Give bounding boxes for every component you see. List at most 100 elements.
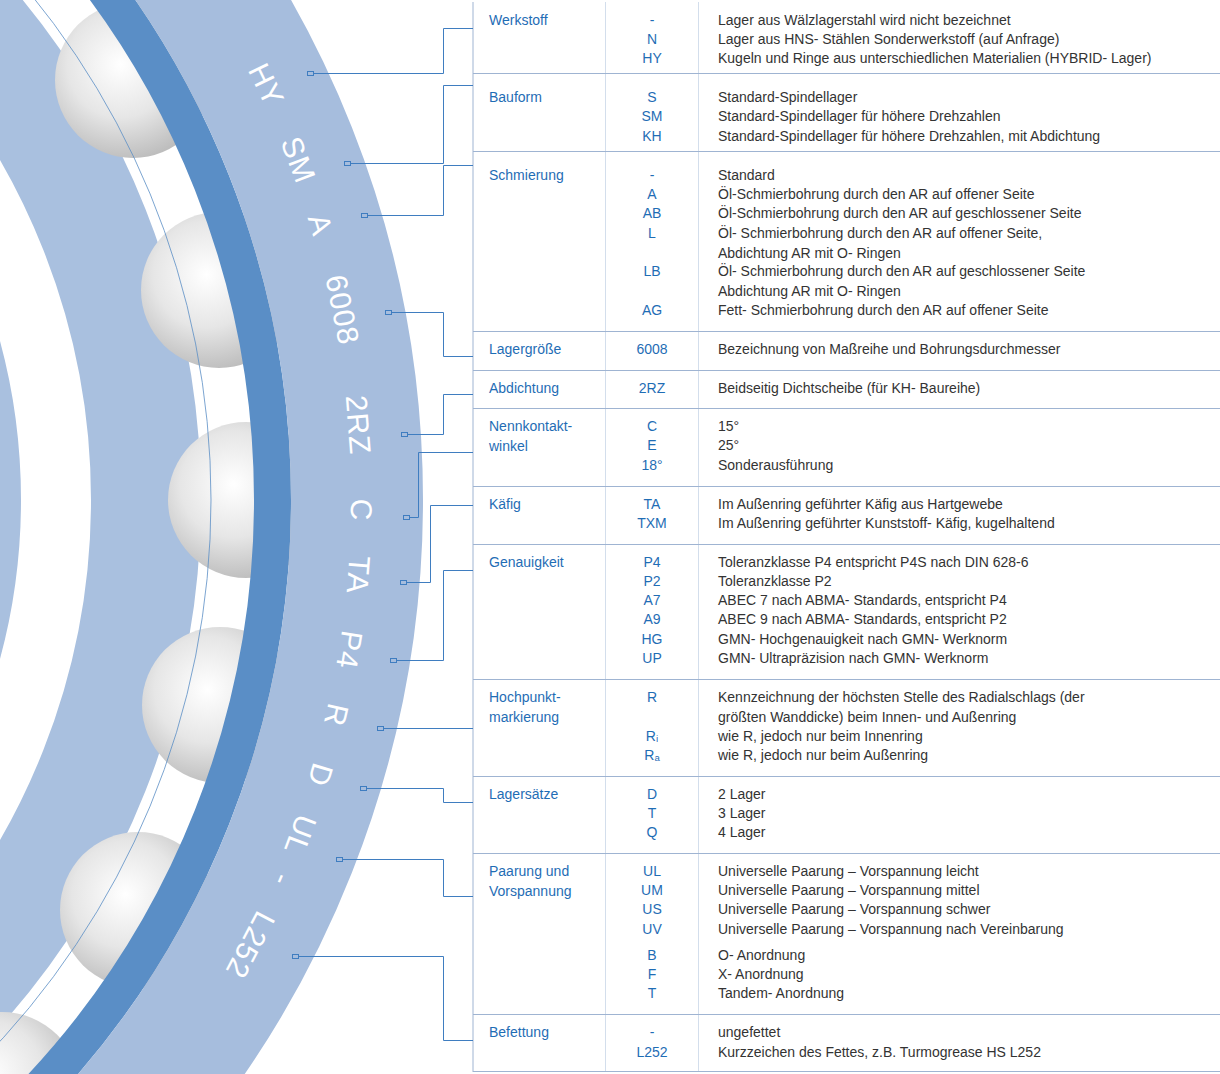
ring-marking: 2RZ	[339, 394, 378, 456]
ring-marking: UL	[277, 810, 323, 860]
leader-marker	[308, 72, 314, 76]
outer-ring	[0, 0, 357, 1074]
leader-marker	[378, 727, 384, 731]
grid-line	[605, 2, 606, 1072]
ring-marking: R	[317, 700, 355, 730]
grid-line	[473, 408, 1220, 409]
grid-line	[473, 151, 1220, 152]
code-cell: UL	[643, 862, 661, 882]
code-cell: KH	[642, 127, 661, 147]
leader-marker	[401, 581, 407, 585]
description-cell: Universelle Paarung – Vorspannung schwer	[718, 900, 990, 920]
description-cell: Im Außenring geführter Kunststoff- Käfig…	[718, 514, 1055, 534]
code-cell: TXM	[637, 514, 667, 534]
description-cell: X- Anordnung	[718, 965, 804, 985]
description-cell: Lager aus HNS- Stählen Sonderwerkstoff (…	[718, 30, 1059, 50]
grid-line	[473, 2, 474, 1072]
code-cell: S	[647, 88, 656, 108]
grid-line	[473, 679, 1220, 680]
code-cell: Rₐ	[644, 746, 659, 766]
description-cell: Öl- Schmierbohrung durch den AR auf offe…	[718, 224, 1088, 263]
description-cell: 15°	[718, 417, 739, 437]
ring-marking: L252	[219, 906, 282, 984]
description-cell: 25°	[718, 436, 739, 456]
grid-line	[473, 331, 1220, 332]
leader-line	[342, 860, 473, 897]
section-heading: Werkstoff	[489, 11, 599, 31]
leader-line	[350, 86, 473, 164]
code-cell: E	[647, 436, 656, 456]
code-cell: LB	[643, 262, 660, 282]
code-cell: UM	[641, 881, 663, 901]
grid-line	[473, 1071, 1220, 1072]
leader-lines	[293, 29, 474, 1041]
code-cell: UP	[642, 649, 661, 669]
section-heading: Käfig	[489, 495, 599, 515]
leader-line	[396, 571, 473, 661]
grid-line	[473, 73, 1220, 74]
description-cell: 2 Lager	[718, 785, 765, 805]
ring-marking: C	[344, 498, 378, 521]
leader-line	[367, 166, 473, 216]
description-cell: Standard-Spindellager für höhere Drehzah…	[718, 107, 1001, 127]
code-cell: -	[650, 11, 655, 31]
leader-marker	[404, 516, 410, 520]
description-cell: Sonderausführung	[718, 456, 833, 476]
ring-marking: P4	[329, 628, 369, 672]
code-cell: L252	[636, 1043, 667, 1063]
grid-line	[473, 1014, 1220, 1015]
ring-marking: SM	[274, 132, 323, 188]
leader-marker	[337, 858, 343, 862]
description-cell: Fett- Schmierbohrung durch den AR auf of…	[718, 301, 1049, 321]
code-cell: B	[647, 946, 656, 966]
description-cell: Standard-Spindellager für höhere Drehzah…	[718, 127, 1100, 147]
leader-line	[409, 453, 473, 518]
section-heading: Abdichtung	[489, 379, 599, 399]
description-cell: ABEC 7 nach ABMA- Standards, entspricht …	[718, 591, 1007, 611]
leader-line	[313, 29, 473, 74]
description-cell: wie R, jedoch nur beim Innenring	[718, 727, 923, 747]
description-cell: GMN- Hochgenauigkeit nach GMN- Werknorm	[718, 630, 1007, 650]
description-cell: Tandem- Anordnung	[718, 984, 844, 1004]
code-cell: 2RZ	[639, 379, 665, 399]
leader-line	[366, 789, 473, 803]
table-grid	[473, 2, 1220, 1072]
code-cell: P4	[643, 553, 660, 573]
leader-line	[298, 957, 473, 1041]
code-cell: AB	[643, 204, 662, 224]
grid-line	[473, 853, 1220, 854]
grid-line	[473, 544, 1220, 545]
section-heading: Schmierung	[489, 166, 599, 186]
code-cell: F	[648, 965, 657, 985]
leader-marker	[361, 787, 367, 791]
description-cell: Universelle Paarung – Vorspannung nach V…	[718, 920, 1064, 940]
code-cell: 6008	[636, 340, 667, 360]
code-cell: Rᵢ	[646, 727, 658, 747]
leader-marker	[345, 162, 351, 166]
description-cell: Öl-Schmierbohrung durch den AR auf offen…	[718, 185, 1034, 205]
code-cell: 18°	[641, 456, 662, 476]
leader-marker	[293, 955, 299, 959]
description-cell: Standard	[718, 166, 775, 186]
description-cell: Beidseitig Dichtscheibe (für KH- Baureih…	[718, 379, 980, 399]
description-cell: Kurzzeichen des Fettes, z.B. Turmogrease…	[718, 1043, 1041, 1063]
description-cell: ABEC 9 nach ABMA- Standards, entspricht …	[718, 610, 1007, 630]
code-cell: A	[647, 185, 656, 205]
code-cell: T	[648, 984, 657, 1004]
description-cell: wie R, jedoch nur beim Außenring	[718, 746, 928, 766]
code-cell: A9	[643, 610, 660, 630]
description-cell: ungefettet	[718, 1023, 780, 1043]
description-cell: Universelle Paarung – Vorspannung leicht	[718, 862, 979, 882]
code-cell: US	[642, 900, 661, 920]
code-cell: Q	[647, 823, 658, 843]
section-heading: Hochpunkt- markierung	[489, 688, 599, 727]
leader-line	[391, 313, 473, 357]
section-heading: Paarung und Vorspannung	[489, 862, 599, 901]
ring-marking: A	[301, 210, 340, 240]
grid-line	[473, 370, 1220, 371]
code-cell: C	[647, 417, 657, 437]
description-cell: 4 Lager	[718, 823, 765, 843]
grid-line	[698, 2, 699, 1072]
